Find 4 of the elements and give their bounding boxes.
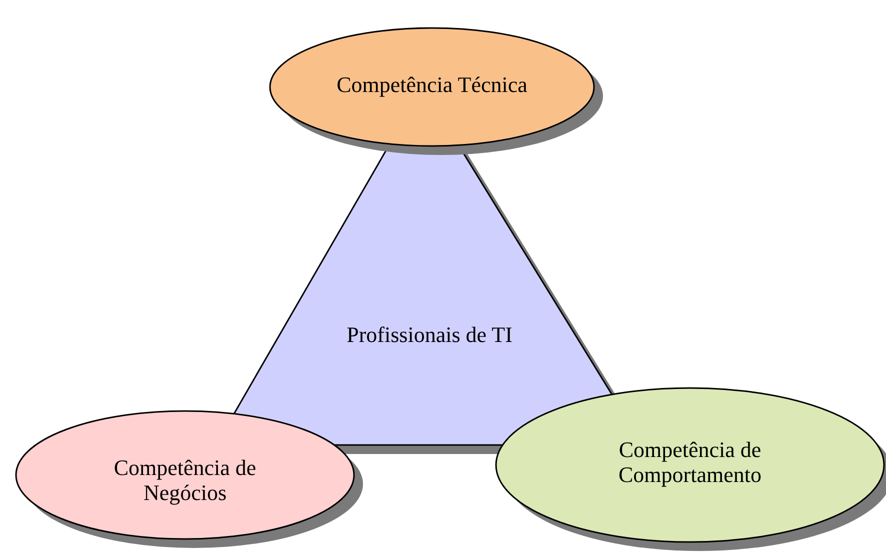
node-label: Competência de Comportamento xyxy=(618,437,762,488)
node-label: Competência de Negócios xyxy=(112,455,258,506)
node-label: Competência Técnica xyxy=(336,72,528,98)
node-label: Profissionais de TI xyxy=(346,322,514,348)
